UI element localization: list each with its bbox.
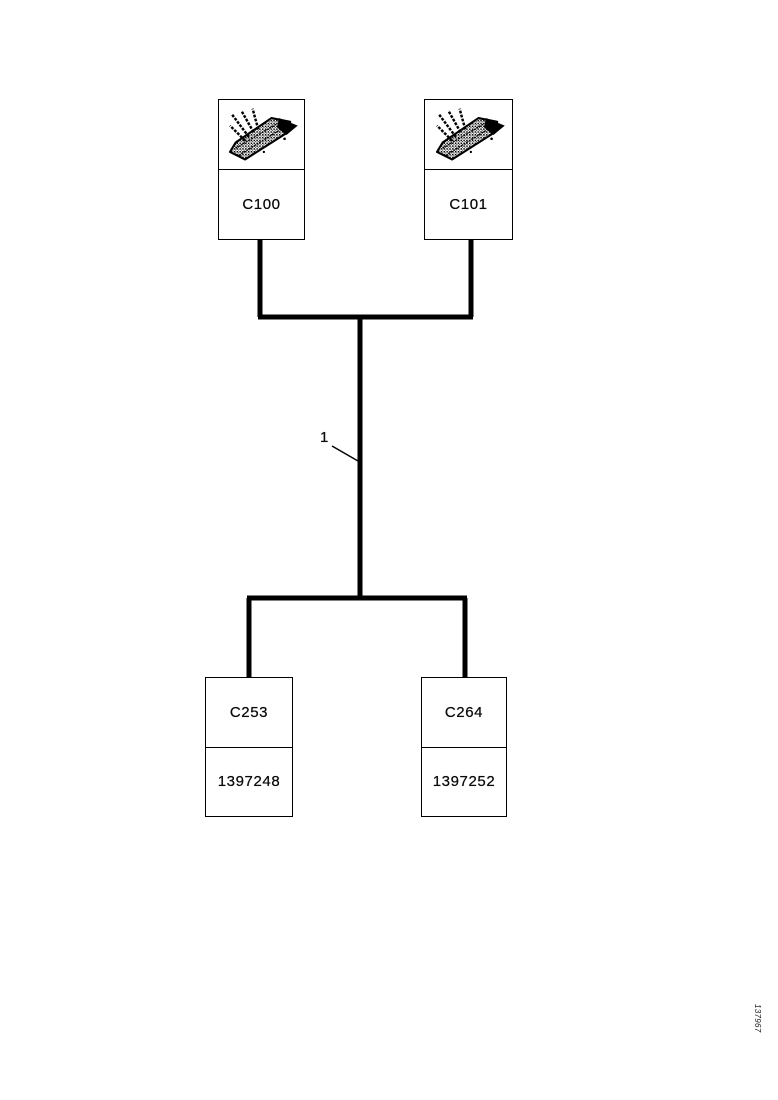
part-number-c253: 1397248: [217, 773, 281, 791]
part-number-c264: 1397252: [432, 773, 496, 791]
connector-label-c253: C253: [206, 678, 292, 748]
harness-callout-label: 1: [320, 429, 329, 446]
connector-image-cell-c101: [425, 100, 512, 170]
connector-box-c253: C253 1397248: [205, 677, 293, 817]
connector-image-cell-c100: [219, 100, 304, 170]
connector-box-c101: C101: [424, 99, 513, 240]
connector-label-c101: C101: [449, 196, 488, 213]
wire-connector-icon: [228, 107, 298, 161]
callout-leader-line: [331, 445, 359, 462]
connector-box-c100: C100: [218, 99, 305, 240]
footer-drawing-code: 137967: [753, 1004, 762, 1033]
wire-connector-icon: [435, 107, 505, 161]
connector-box-c264: C264 1397252: [421, 677, 507, 817]
connector-label-c264: C264: [422, 678, 506, 748]
connector-label-c100: C100: [242, 196, 281, 213]
